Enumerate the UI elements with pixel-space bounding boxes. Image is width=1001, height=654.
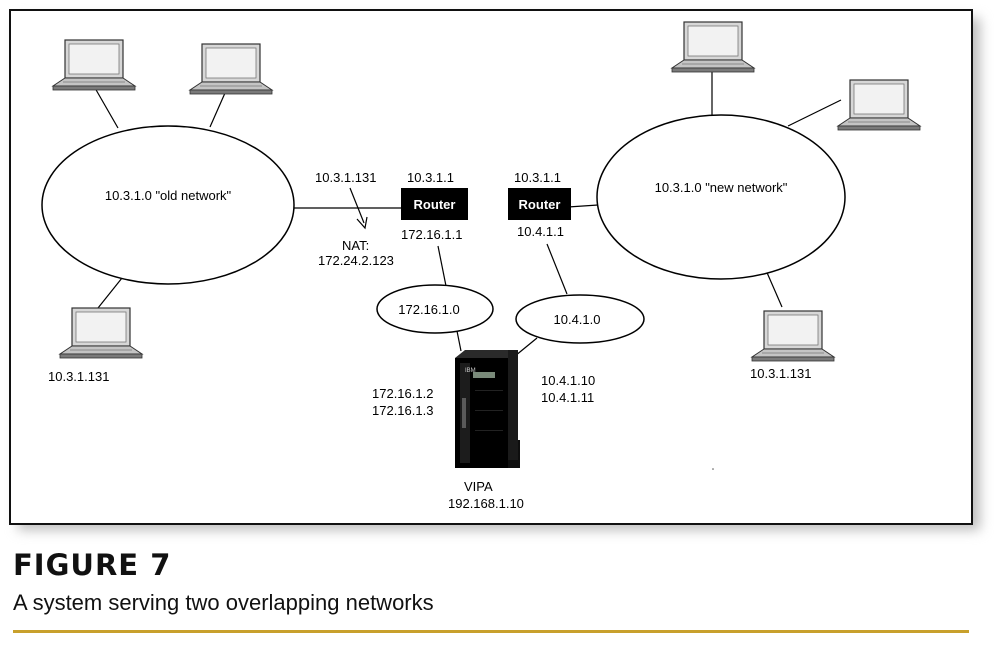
link-laptop-tl: [94, 87, 119, 129]
figure-caption: A system serving two overlapping network…: [13, 590, 434, 615]
stray-dot: [712, 468, 714, 470]
source-ip: 10.3.1.131: [315, 170, 376, 185]
nat-arrow: [349, 187, 368, 230]
router-left-top-ip: 10.3.1.1: [407, 170, 454, 185]
network-diagram: 10.3.1.0 "old network" 10.3.1.0 "new net…: [41, 21, 921, 511]
link-router-new: [567, 204, 599, 208]
subnet-left-label: 172.16.1.0: [398, 302, 459, 317]
links: [94, 72, 842, 357]
link-subnet-server-left: [456, 330, 462, 352]
server-left-ip-2: 172.16.1.3: [372, 403, 433, 418]
subnet-left-ellipse: [376, 284, 494, 334]
vipa-label: VIPA: [464, 479, 493, 494]
caption-rule: [13, 630, 969, 633]
server-icon: [455, 350, 520, 468]
server-right-ip-2: 10.4.1.11: [541, 390, 594, 405]
new-network-label: 10.3.1.0 "new network": [655, 180, 788, 195]
old-network-ellipse: [41, 125, 295, 285]
laptop-icon-new-top: [671, 21, 755, 73]
nat-ip: 172.24.2.123: [318, 253, 394, 268]
router-right-box: [508, 188, 571, 220]
router-right-bottom-ip: 10.4.1.1: [517, 224, 564, 239]
new-client-ip: 10.3.1.131: [750, 366, 811, 381]
laptop-icon-old-top-left: [52, 39, 136, 91]
subnet-right-ellipse: [515, 294, 645, 344]
laptop-icon-new-bottom: [751, 310, 835, 362]
link-router-subnet-left: [437, 245, 447, 287]
router-left-bottom-ip: 172.16.1.1: [401, 227, 462, 242]
nat-label: NAT:: [342, 238, 369, 253]
new-network-ellipse: [596, 114, 846, 280]
link-laptop-bl: [97, 277, 123, 309]
router-right-top-ip: 10.3.1.1: [514, 170, 561, 185]
link-router-subnet-right: [546, 243, 568, 295]
vipa-ip: 192.168.1.10: [448, 496, 524, 511]
figure-title: FIGURE 7: [13, 548, 172, 582]
laptop-icon-new-right: [837, 79, 921, 131]
router-left-label: Router: [414, 197, 456, 212]
router-left-box: [401, 188, 468, 220]
server-brand: IBM: [465, 368, 476, 374]
link-laptop-nb: [764, 267, 783, 308]
subnet-right-label: 10.4.1.0: [554, 312, 601, 327]
server-left-ip-1: 172.16.1.2: [372, 386, 433, 401]
router-right-label: Router: [519, 197, 561, 212]
laptop-icon-old-top-right: [189, 43, 273, 95]
laptop-icon-old-bottom: [59, 307, 143, 359]
link-laptop-nr: [787, 99, 842, 127]
old-client-ip: 10.3.1.131: [48, 369, 109, 384]
server-right-ip-1: 10.4.1.10: [541, 373, 595, 388]
link-subnet-server-right: [514, 337, 538, 357]
old-network-label: 10.3.1.0 "old network": [105, 188, 232, 203]
link-laptop-tr: [209, 92, 226, 128]
